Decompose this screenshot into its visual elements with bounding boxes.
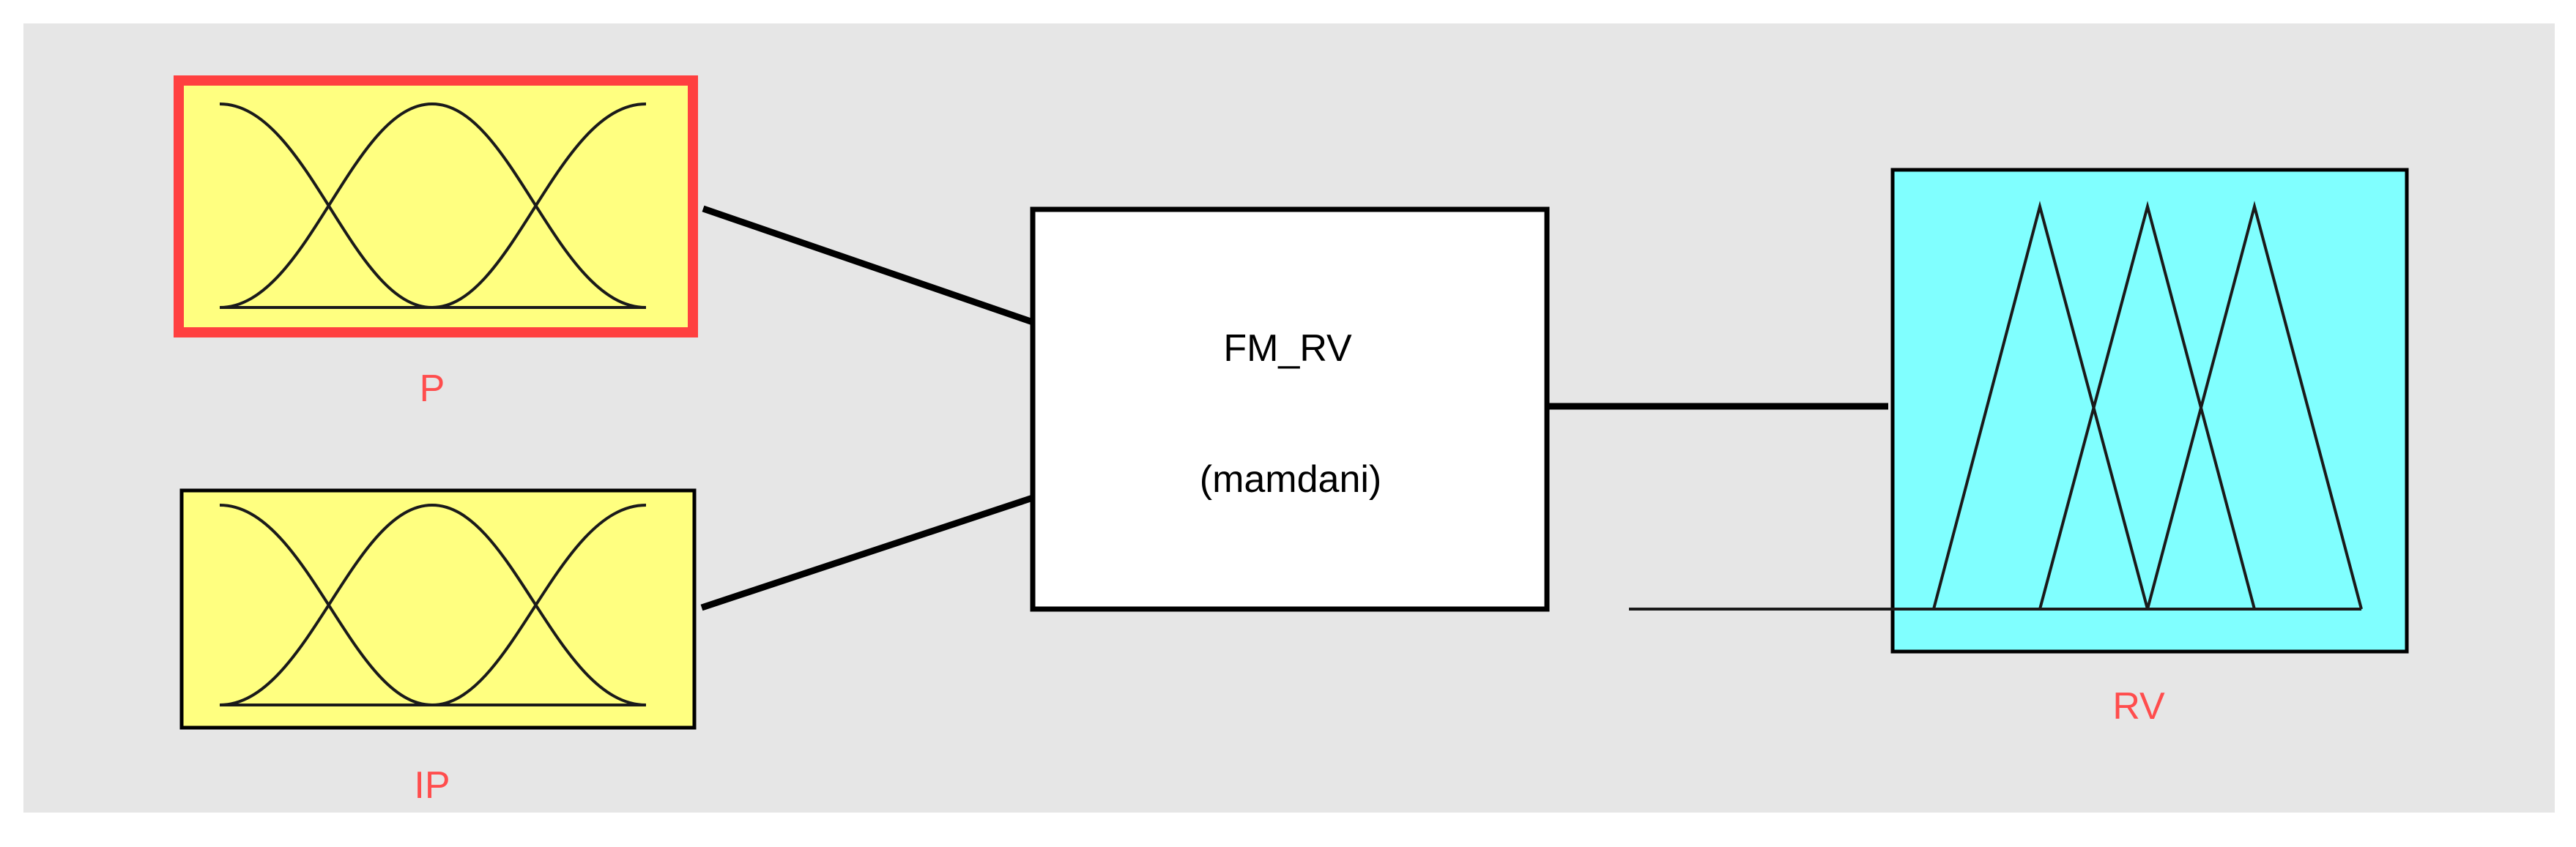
connector-p-to-system [702, 205, 1034, 326]
system-type: (mamdani) [1200, 458, 1382, 501]
output-rv-triangle-3 [2146, 201, 2363, 610]
input-ip-membership-icon [219, 503, 647, 706]
input-p-label: P [420, 367, 445, 410]
input-p-membership-icon [219, 102, 647, 309]
system-box[interactable] [1030, 206, 1550, 612]
output-block-rv[interactable] [1629, 168, 2409, 654]
connector-ip-to-system [700, 494, 1034, 611]
system-block[interactable]: FM_RV (mamdani) [1030, 206, 1550, 612]
input-block-ip[interactable] [179, 488, 697, 730]
input-block-p[interactable] [174, 75, 698, 337]
system-name: FM_RV [1223, 327, 1352, 370]
output-rv-label: RV [2112, 685, 2165, 728]
output-rv-box[interactable] [1890, 168, 2409, 654]
input-ip-label: IP [414, 764, 450, 807]
input-ip-box[interactable] [179, 488, 697, 730]
output-rv-triangle-1 [1932, 201, 2149, 610]
output-rv-triangle-2 [2038, 201, 2256, 610]
